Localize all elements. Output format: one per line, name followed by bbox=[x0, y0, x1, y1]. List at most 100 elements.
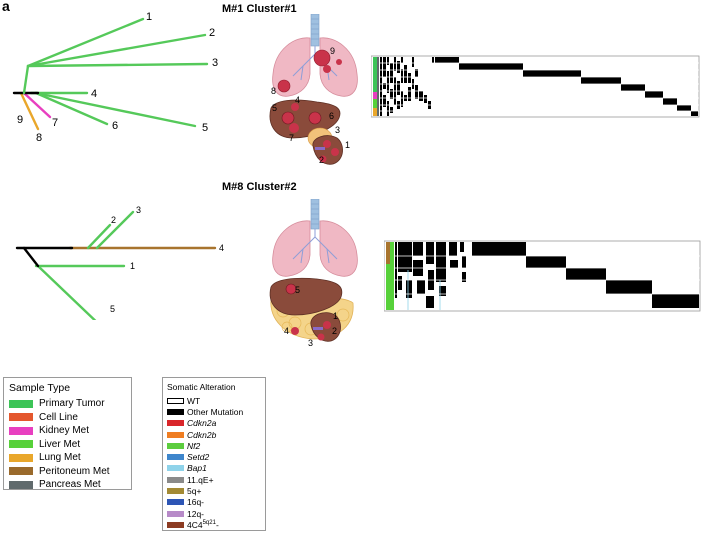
somatic-legend-item: 5q+ bbox=[167, 485, 265, 496]
organ-1-label-1: 1 bbox=[345, 140, 350, 150]
legend-swatch bbox=[167, 431, 184, 438]
legend-swatch bbox=[167, 465, 184, 472]
somatic-legend-item: 12q- bbox=[167, 508, 265, 519]
legend-label-suffix: - bbox=[215, 519, 219, 530]
legend-swatch bbox=[9, 426, 33, 435]
sample-type-legend-item: Liver Met bbox=[9, 438, 131, 452]
sample-type-legend-title: Sample Type bbox=[9, 382, 71, 394]
somatic-legend-item: 11.qE+ bbox=[167, 474, 265, 485]
phylo-tree-2: 2 3 4 1 5 bbox=[15, 205, 224, 320]
organ-1-label-6: 6 bbox=[329, 111, 334, 121]
tree-1-branch-1 bbox=[26, 17, 145, 68]
sample-type-legend-item: Pancreas Met bbox=[9, 478, 131, 492]
organ-2-label-5: 5 bbox=[295, 285, 300, 295]
tree-2-branch-5 bbox=[36, 264, 97, 320]
tree-1-branch-5 bbox=[34, 91, 197, 128]
somatic-legend-item: 16q- bbox=[167, 497, 265, 508]
legend-label-text: Other Mutation bbox=[187, 406, 244, 417]
legend-swatch bbox=[167, 454, 184, 461]
somatic-legend-item: WT bbox=[167, 395, 265, 406]
tree-2-label-5: 5 bbox=[110, 304, 115, 314]
tree-2-stem bbox=[22, 246, 40, 268]
tree-2-label-1: 1 bbox=[130, 261, 135, 271]
legend-swatch bbox=[167, 397, 184, 404]
legend-label: Other Mutation bbox=[187, 407, 243, 417]
tree-1-branch-7 bbox=[22, 91, 52, 119]
tree-1-label-6: 6 bbox=[112, 120, 118, 132]
tree-1-label-3: 3 bbox=[212, 57, 218, 69]
heatmap-2-sample-strip bbox=[386, 242, 390, 264]
legend-label: Bap1 bbox=[187, 463, 207, 473]
legend-label: Lung Met bbox=[39, 452, 81, 464]
legend-swatch bbox=[167, 408, 184, 415]
organ-1-label-3: 3 bbox=[335, 125, 340, 135]
legend-label: Pancreas Met bbox=[39, 479, 101, 491]
tree-1-branch-8 bbox=[19, 91, 40, 131]
organ-1-label-5: 5 bbox=[272, 103, 277, 113]
legend-label-superscript: 5q21 bbox=[202, 520, 216, 527]
sample-type-legend-item: Kidney Met bbox=[9, 424, 131, 438]
legend-label: 5q+ bbox=[187, 486, 201, 496]
sample-type-legend-item: Peritoneum Met bbox=[9, 465, 131, 479]
tree-1-branch-2 bbox=[26, 33, 207, 68]
tree-1-branch-6 bbox=[34, 91, 109, 126]
tree-1-label-1: 1 bbox=[146, 11, 152, 23]
organ-1-label-4: 4 bbox=[295, 95, 300, 105]
legend-label-text: Bap1 bbox=[187, 463, 207, 474]
legend-label: Cdkn2b bbox=[187, 430, 216, 440]
legend-label-text: 11.qE+ bbox=[187, 474, 214, 485]
legend-swatch bbox=[9, 399, 33, 408]
tree-1-stem bbox=[22, 64, 30, 95]
tree-2-branch-2 bbox=[86, 223, 112, 250]
legend-swatch bbox=[167, 476, 184, 483]
somatic-legend-item: Nf2 bbox=[167, 440, 265, 451]
organ-1-label-9: 9 bbox=[330, 46, 335, 56]
legend-label: Setd2 bbox=[187, 452, 209, 462]
legend-label-text: 5q+ bbox=[187, 486, 202, 497]
tree-1-branch-3 bbox=[26, 62, 209, 68]
legend-label-text: Setd2 bbox=[187, 452, 210, 463]
somatic-legend-item: Bap1 bbox=[167, 463, 265, 474]
legend-label-text: 12q- bbox=[187, 508, 205, 519]
tree-2-label-3: 3 bbox=[136, 205, 141, 215]
legend-label: Kidney Met bbox=[39, 425, 90, 437]
tree-2-label-4: 4 bbox=[219, 243, 224, 253]
legend-swatch bbox=[9, 480, 33, 489]
heatmap-1-sample-strip bbox=[373, 57, 377, 116]
tree-2-branch-3 bbox=[95, 210, 135, 250]
legend-label: Nf2 bbox=[187, 441, 200, 451]
legend-swatch bbox=[9, 453, 33, 462]
legend-label-text: WT bbox=[187, 395, 201, 406]
tree-1-label-4: 4 bbox=[91, 88, 97, 100]
legend-label: 4C45q21- bbox=[187, 520, 219, 530]
organ-2-label-3: 3 bbox=[308, 338, 313, 348]
legend-label: Primary Tumor bbox=[39, 398, 105, 410]
legend-label: 12q- bbox=[187, 509, 204, 519]
legend-label: WT bbox=[187, 396, 200, 406]
legend-label: 16q- bbox=[187, 497, 204, 507]
tree-1-label-9: 9 bbox=[17, 114, 23, 126]
somatic-legend-item: Setd2 bbox=[167, 451, 265, 462]
sample-type-legend-item: Cell Line bbox=[9, 411, 131, 425]
somatic-legend-item: 4C45q21- bbox=[167, 519, 265, 530]
tree-2-label-2: 2 bbox=[111, 215, 116, 225]
legend-label-text: 4C4 bbox=[187, 519, 203, 530]
organ-2-label-1: 1 bbox=[333, 311, 338, 321]
tree-1-label-5: 5 bbox=[202, 122, 208, 134]
phylo-tree-1: 1 2 3 4 5 6 7 8 9 bbox=[12, 11, 218, 144]
left-lung bbox=[272, 220, 311, 277]
alteration-heatmap-2 bbox=[384, 240, 701, 312]
legend-swatch bbox=[167, 521, 184, 528]
legend-label-text: Cdkn2a bbox=[187, 418, 217, 429]
tree-1-label-8: 8 bbox=[36, 132, 42, 144]
legend-label-text: Nf2 bbox=[187, 440, 201, 451]
legend-swatch bbox=[9, 413, 33, 422]
panel-1-title: M#1 Cluster#1 bbox=[222, 3, 297, 15]
alteration-heatmap-1 bbox=[371, 55, 700, 118]
organ-1-label-2: 2 bbox=[319, 155, 324, 165]
legend-swatch bbox=[167, 499, 184, 506]
legend-swatch bbox=[167, 420, 184, 427]
legend-label: 11.qE+ bbox=[187, 475, 214, 485]
organ-2-label-4: 4 bbox=[284, 326, 289, 336]
organ-2-label-2: 2 bbox=[332, 326, 337, 336]
